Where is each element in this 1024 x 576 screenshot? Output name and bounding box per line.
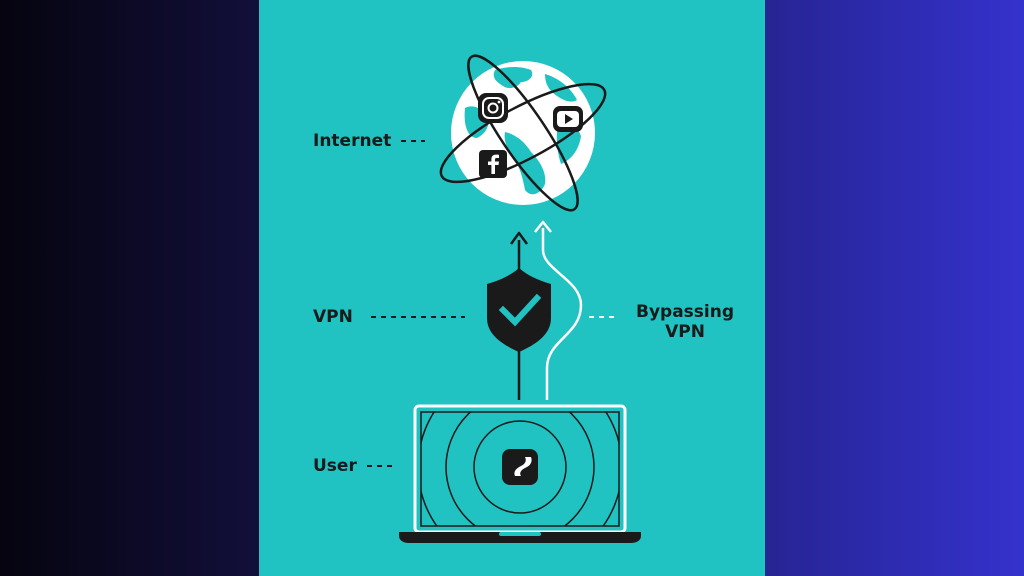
instagram-icon: [478, 93, 508, 123]
facebook-icon: [479, 150, 507, 178]
internet-label: Internet: [313, 131, 392, 151]
vpn-diagram: [367, 54, 641, 543]
surfshark-logo-icon: [502, 449, 538, 485]
user-label: User: [313, 456, 357, 476]
vpn-label: VPN: [313, 307, 353, 327]
laptop-icon: [399, 404, 641, 543]
bypassing-vpn-label: Bypassing VPN: [629, 302, 741, 342]
globe-icon: [439, 54, 607, 212]
bypassing-vpn-line-2: VPN: [665, 322, 705, 342]
bypassing-vpn-line-1: Bypassing: [635, 302, 734, 322]
bypass-arrow: [534, 220, 583, 400]
youtube-icon: [553, 106, 583, 132]
shield-check-icon: [487, 268, 551, 352]
diagram-panel: Internet VPN Bypassing VPN User: [259, 0, 765, 576]
